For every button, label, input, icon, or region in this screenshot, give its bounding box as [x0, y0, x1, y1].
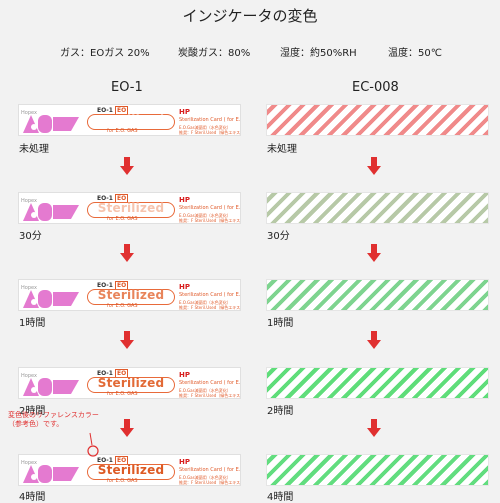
reference-color-note: 変色後のリファレンスカラー （参考色）です。: [8, 411, 99, 428]
sterilized-pill: [87, 377, 175, 393]
sterilization-card-title: Sterilization Card ( for E.O. Gas ): [179, 117, 241, 123]
sterilized-pill: [87, 464, 175, 480]
down-arrow-icon: [120, 419, 134, 437]
card-note-line2: 推奨：F Steril.Used（緑色エキス）: [179, 393, 241, 398]
sterilization-card-title: Sterilization Card ( for E.O. Gas ): [179, 467, 241, 473]
stage-label-right: 30分: [267, 231, 290, 242]
condition-gas: ガス：EOガス 20%: [60, 48, 150, 59]
stage-label-right: 4時間: [267, 492, 294, 503]
stage-label-left: 30分: [19, 231, 42, 242]
sterilized-text: Sterilized: [97, 376, 165, 390]
down-arrow-icon: [367, 419, 381, 437]
eo-badge: EO: [114, 106, 129, 115]
svg-text:Hopex: Hopex: [21, 285, 37, 291]
sterilized-text: Sterilized: [97, 113, 165, 127]
sterilization-card-title: Sterilization Card ( for E.O. Gas ): [179, 380, 241, 386]
card-note-line1: E.O.Gas滅菌用（水色変化）: [179, 213, 231, 218]
for-eo-gas-label: for E.O. GAS: [107, 478, 138, 484]
page-title: インジケータの変色: [182, 7, 318, 25]
for-eo-gas-label: for E.O. GAS: [107, 216, 138, 222]
card-note-line1: E.O.Gas滅菌用（水色変化）: [179, 475, 231, 480]
down-arrow-icon: [120, 157, 134, 175]
sterilized-text: Sterilized: [97, 288, 165, 302]
brand-label: HP: [179, 283, 190, 291]
ec008-indicator-stripe: [266, 367, 489, 399]
card-note-line2: 推奨：F Steril.Used（緑色エキス）: [179, 305, 241, 310]
stage-label-right: 2時間: [267, 406, 294, 417]
for-eo-gas-label: for E.O. GAS: [107, 391, 138, 397]
brand-label: HP: [179, 108, 190, 116]
ec008-indicator-stripe: [266, 454, 489, 486]
ec008-indicator-stripe: [266, 192, 489, 224]
down-arrow-icon: [367, 244, 381, 262]
eo-badge: EO: [114, 369, 129, 378]
eo1-logo-mark: Hopex: [19, 280, 81, 310]
card-note-line2: 推奨：F Steril.Used（緑色エキス）: [179, 218, 241, 223]
card-note-line1: E.O.Gas滅菌用（水色変化）: [179, 300, 231, 305]
brand-label: HP: [179, 196, 190, 204]
svg-text:Hopex: Hopex: [21, 198, 37, 204]
stage-label-right: 1時間: [267, 318, 294, 329]
stage-label-right: 未処理: [267, 144, 297, 155]
eo1-logo-mark: Hopex: [19, 193, 81, 223]
eo1-logo-mark: Hopex: [19, 105, 81, 135]
svg-text:Hopex: Hopex: [21, 460, 37, 466]
sterilized-text: Sterilized: [97, 463, 165, 477]
down-arrow-icon: [367, 157, 381, 175]
column-header-eo1: EO-1: [111, 80, 143, 95]
ec008-indicator-stripe: [266, 104, 489, 136]
stage-label-left: 2時間: [19, 406, 46, 417]
down-arrow-icon: [120, 244, 134, 262]
sterilized-text: Sterilized: [97, 201, 165, 215]
sterilization-card-title: Sterilization Card ( for E.O. Gas ): [179, 292, 241, 298]
brand-label: HP: [179, 371, 190, 379]
for-eo-gas-label: for E.O. GAS: [107, 303, 138, 309]
brand-label: HP: [179, 458, 190, 466]
eo-badge: EO: [114, 456, 129, 465]
eo-badge: EO: [114, 194, 129, 203]
eo1-logo-mark: Hopex: [19, 368, 81, 398]
sterilized-pill: [87, 289, 175, 305]
card-note-line2: 推奨：F Steril.Used（緑色エキス）: [179, 480, 241, 485]
card-note-line2: 推奨：F Steril.Used（緑色エキス）: [179, 130, 241, 135]
sterilization-card-title: Sterilization Card ( for E.O. Gas ): [179, 205, 241, 211]
svg-text:Hopex: Hopex: [21, 110, 37, 116]
card-note-line1: E.O.Gas滅菌用（水色変化）: [179, 388, 231, 393]
column-header-ec008: EC-008: [352, 80, 399, 95]
down-arrow-icon: [120, 331, 134, 349]
condition-temperature: 温度：50℃: [388, 48, 442, 59]
svg-text:Hopex: Hopex: [21, 373, 37, 379]
ec008-indicator-stripe: [266, 279, 489, 311]
eo1-logo-mark: Hopex: [19, 455, 81, 485]
sterilized-pill: [87, 202, 175, 218]
stage-label-left: 未処理: [19, 144, 49, 155]
for-eo-gas-label: for E.O. GAS: [107, 128, 138, 134]
condition-humidity: 湿度：約50%RH: [280, 48, 357, 59]
stage-label-left: 1時間: [19, 318, 46, 329]
card-note-line1: E.O.Gas滅菌用（水色変化）: [179, 125, 231, 130]
stage-label-left: 4時間: [19, 492, 46, 503]
sterilized-pill: [87, 114, 175, 130]
condition-co2: 炭酸ガス：80%: [178, 48, 251, 59]
down-arrow-icon: [367, 331, 381, 349]
eo-badge: EO: [114, 281, 129, 290]
